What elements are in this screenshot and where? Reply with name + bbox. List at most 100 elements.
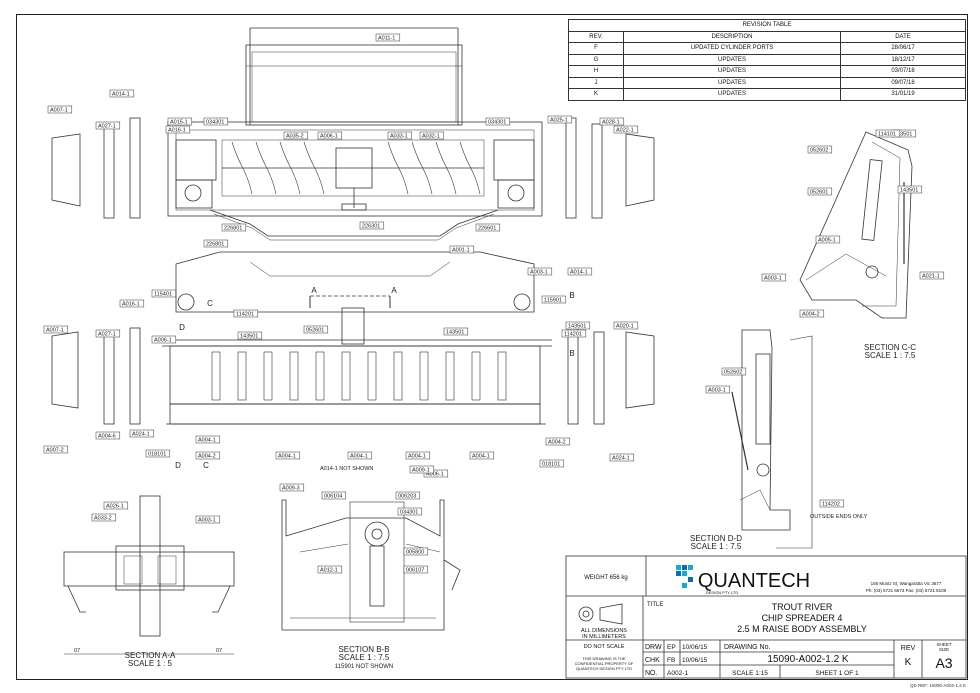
part-callout: A004-2 — [195, 451, 221, 459]
part-callout: A033-1 — [387, 131, 413, 139]
part-callout-label: A006-1 — [154, 337, 172, 343]
part-callout-label: A035-2 — [286, 133, 304, 139]
part-callout-label: 143501 — [894, 131, 912, 137]
part-callout-label: A001-1 — [452, 247, 470, 253]
revision-header-date: DATE — [840, 30, 966, 43]
part-callout: A004-6 — [95, 431, 121, 439]
section-d-d-scale: SCALE 1 : 7.5 — [691, 542, 742, 551]
part-callout: A027-1 — [95, 329, 121, 337]
section-b-b-note: 115901 NOT SHOWN — [335, 664, 393, 670]
part-callout-label: 052602 — [810, 147, 828, 153]
part-callout-label: A012-1 — [320, 567, 338, 573]
part-callout-label: A004-2 — [548, 439, 566, 445]
cut-label-a-right: A — [391, 286, 397, 295]
cut-label-d-top: D — [179, 323, 185, 332]
no-value: A002-1 — [667, 670, 688, 677]
part-callout: A007-1 — [47, 105, 73, 113]
drw-initials: EP — [667, 644, 676, 651]
part-callout-label: 018101 — [148, 451, 166, 457]
part-callout: A007-2 — [43, 445, 69, 453]
section-c-c-view — [799, 131, 913, 319]
section-c-c-title: SECTION C-C — [864, 343, 916, 352]
sheet-size-label-1: SHEET — [936, 642, 951, 647]
no-label: NO. — [645, 670, 658, 677]
part-callout: A006-1 — [317, 131, 343, 139]
part-callout-label: 226601 — [478, 225, 496, 231]
chk-initials: FB — [667, 657, 675, 664]
title-line-3: 2.5 M RAISE BODY ASSEMBLY — [737, 624, 867, 634]
revision-cell: 31/01/19 — [840, 88, 966, 101]
quantech-logo-icon — [676, 565, 693, 588]
title-line-2: CHIP SPREADER 4 — [762, 613, 843, 623]
part-callout-label: 034301 — [206, 119, 224, 125]
part-callout-label: A004-6 — [98, 433, 116, 439]
part-callout: A004-2 — [545, 437, 571, 445]
part-callout-label: A006-1 — [320, 133, 338, 139]
cut-label-b-bottom: B — [569, 349, 574, 358]
part-callout: A024-1 — [129, 429, 155, 437]
part-callout-label: A015-1 — [170, 119, 188, 125]
part-callout-label: A004-1 — [198, 437, 216, 443]
part-callout: 143501 — [237, 331, 263, 339]
part-callout-label: 143501 — [240, 333, 258, 339]
part-callout: A001-1 — [449, 245, 475, 253]
part-callout-label: A024-1 — [132, 431, 150, 437]
part-callout: A015-1 — [167, 117, 193, 125]
part-callout-label: A006-1 — [426, 471, 444, 477]
section-c-c-scale: SCALE 1 : 7.5 — [865, 351, 916, 360]
part-callouts: A011-1A014-1A007-1A027-1A015-1A016-1A035… — [43, 33, 945, 573]
part-callout-label: A005-1 — [818, 237, 836, 243]
part-callout: A004-1 — [195, 435, 221, 443]
part-callout-label: A016-1 — [122, 301, 140, 307]
part-callout-label: 143501 — [568, 323, 586, 329]
part-callout: 018101 — [145, 449, 171, 457]
part-callout-label: 143501 — [446, 329, 464, 335]
part-callout-label: 226801 — [224, 225, 242, 231]
company-name: QUANTECH — [698, 570, 810, 592]
sheet-size-label-2: SIZE — [939, 647, 949, 652]
part-callout-label: 114101 — [878, 131, 896, 137]
part-callout: A012-1 — [317, 565, 343, 573]
part-callout: A027-1 — [95, 121, 121, 129]
dim-07-right: 07 — [216, 648, 222, 654]
part-callout: 226801 — [221, 223, 247, 231]
section-b-b-scale: SCALE 1 : 7.5 — [339, 653, 390, 662]
part-callout-label: 115901 — [544, 297, 562, 303]
part-callout-label: A021-1 — [922, 273, 940, 279]
part-callout-label: A003-1 — [530, 269, 548, 275]
part-callout-label: A004-1 — [408, 453, 426, 459]
dims-note-1: ALL DIMENSIONS — [581, 628, 627, 634]
part-callout: 143501 — [443, 327, 469, 335]
part-callout-label: 052602 — [724, 369, 742, 375]
part-callout: A016-1 — [119, 299, 145, 307]
part-callout: A004-1 — [469, 451, 495, 459]
rev-label: REV — [901, 645, 916, 652]
part-callout-label: A022-1 — [616, 127, 634, 133]
part-callout: A006-1 — [423, 469, 449, 477]
part-callout-label: 052601 — [810, 189, 828, 195]
revision-cell: UPDATED CYLINDER PORTS — [623, 42, 841, 55]
part-callout: A032-1 — [419, 131, 445, 139]
part-callout: 006104 — [321, 491, 347, 499]
front-view — [51, 251, 655, 425]
part-callout-label: A026-1 — [106, 503, 124, 509]
part-callout: 114101 — [875, 129, 901, 137]
part-callout-label: A032-1 — [422, 133, 440, 139]
part-callout: A004-2 — [799, 309, 825, 317]
part-callout-label: A027-1 — [98, 331, 116, 337]
title-label: TITLE — [647, 602, 663, 608]
part-callout: A004-1 — [405, 451, 431, 459]
section-d-d-view — [731, 329, 813, 549]
part-callout-label: A004-1 — [278, 453, 296, 459]
section-b-b-view — [281, 499, 461, 631]
part-callout: A003-1 — [195, 515, 221, 523]
part-callout: 052602 — [807, 145, 833, 153]
sheet-text: SHEET 1 OF 1 — [815, 670, 859, 677]
section-a-a-title: SECTION A-A — [125, 651, 176, 660]
part-callout: 034301 — [203, 117, 229, 125]
part-callout: A025-1 — [547, 115, 573, 123]
confidential-3: QUANTECH DESIGN PTY LTD — [576, 666, 632, 671]
part-callout-label: A004-1 — [350, 453, 368, 459]
